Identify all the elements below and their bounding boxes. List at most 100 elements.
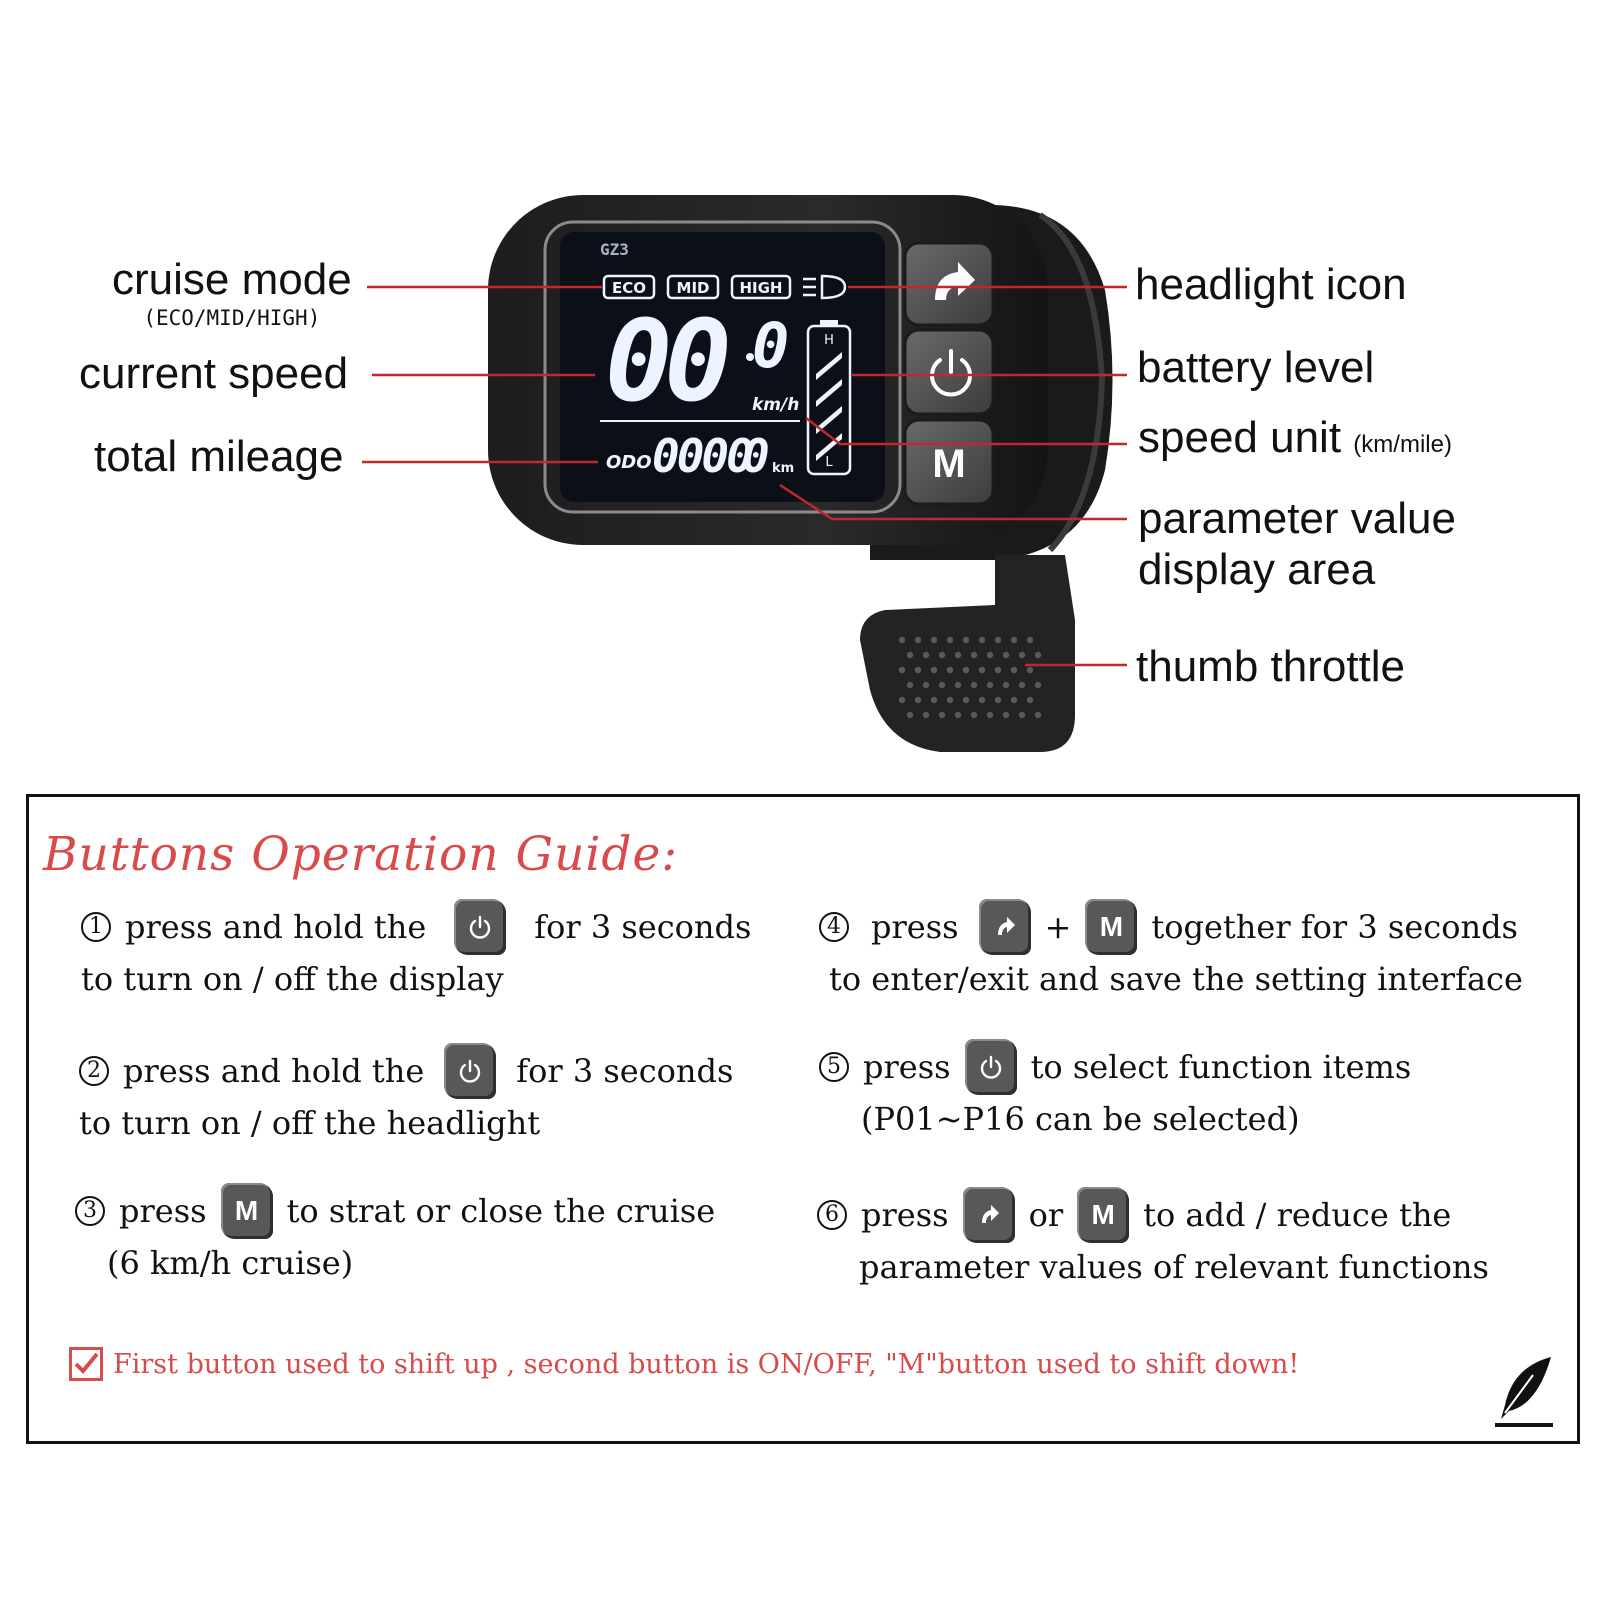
throttle-dot	[1034, 651, 1042, 659]
throttle-dot	[930, 696, 938, 704]
guide-step-6: 6 press or M to add / reduce the paramet…	[817, 1185, 1489, 1289]
total-mileage-value: 0000	[652, 429, 752, 483]
throttle-dot	[914, 696, 922, 704]
m-button-icon: M	[1085, 899, 1138, 955]
throttle-dot	[898, 666, 906, 674]
throttle-dot	[1010, 696, 1018, 704]
callout-headlight-icon: headlight icon	[1135, 260, 1407, 309]
step-4-joiner: +	[1044, 908, 1072, 946]
speed-decimal-point	[746, 353, 754, 361]
up-button[interactable]	[903, 241, 995, 327]
step-3-number: 3	[75, 1196, 105, 1226]
feather-icon	[1495, 1357, 1553, 1427]
guide-title: Buttons Operation Guide:	[43, 827, 679, 882]
callout-cruise-mode-sub: (ECO/MID/HIGH)	[143, 305, 321, 330]
step-6-number: 6	[817, 1200, 847, 1230]
step-4-m-label: M	[1099, 911, 1124, 942]
checkbox-icon	[69, 1347, 103, 1381]
power-button[interactable]	[903, 328, 995, 416]
callout-battery-level: battery level	[1137, 343, 1375, 392]
throttle-dot	[1010, 636, 1018, 644]
callout-speed-unit-label: speed unit	[1138, 413, 1342, 462]
m-button[interactable]: M	[903, 418, 995, 506]
odo-decimal-value: 0	[742, 429, 770, 483]
mode-eco-badge: ECO	[602, 274, 656, 300]
throttle-dot	[938, 681, 946, 689]
throttle-dot	[906, 711, 914, 719]
step-6-joiner: or	[1028, 1196, 1064, 1234]
odo-unit-label: km	[772, 461, 794, 476]
leader-lines	[362, 285, 1127, 667]
throttle-dot	[1002, 651, 1010, 659]
throttle-dot	[962, 636, 970, 644]
throttle-dot	[946, 666, 954, 674]
battery-bar	[816, 379, 842, 407]
throttle-dot	[930, 636, 938, 644]
m-button-icon: M	[220, 1183, 273, 1239]
battery-bar	[816, 406, 842, 434]
throttle-dot	[1034, 681, 1042, 689]
step-1-line2: to turn on / off the display	[81, 960, 504, 998]
thumb-throttle	[860, 555, 1075, 752]
throttle-dot	[954, 711, 962, 719]
callout-thumb-throttle: thumb throttle	[1136, 642, 1406, 691]
guide-step-4: 4 press + M together for 3 seconds to en…	[819, 897, 1523, 1001]
callout-speed-unit: speed unit (km/mile)	[1138, 413, 1452, 464]
throttle-dot	[986, 711, 994, 719]
guide-step-1: 1 press and hold the for 3 seconds to tu…	[81, 897, 751, 1001]
callout-parameter-value: parameter value display area	[1138, 494, 1456, 595]
power-icon	[454, 899, 507, 955]
callout-parameter-value-line2: display area	[1138, 544, 1376, 594]
device-diagram: GZ3 ECO MID HIGH 00 0 km/h H L ODO 0000 …	[362, 195, 1127, 752]
step-4-pre: press	[871, 908, 959, 946]
throttle-dot	[970, 651, 978, 659]
step-2-line2: to turn on / off the headlight	[79, 1104, 541, 1142]
step-1-pre: press and hold the	[125, 908, 427, 946]
buttons-operation-guide: Buttons Operation Guide: 1 press and hol…	[26, 794, 1580, 1444]
throttle-dot	[898, 636, 906, 644]
throttle-dot	[938, 711, 946, 719]
callout-total-mileage: total mileage	[94, 432, 344, 481]
callout-current-speed: current speed	[79, 349, 349, 398]
step-1-number: 1	[81, 912, 111, 942]
throttle-dot	[994, 696, 1002, 704]
throttle-dot	[1026, 696, 1034, 704]
brand-label: GZ3	[600, 240, 629, 259]
throttle-dot	[946, 636, 954, 644]
throttle-dot	[1018, 651, 1026, 659]
throttle-grip-dots	[898, 636, 1042, 719]
mode-eco-text: ECO	[612, 279, 646, 297]
throttle-dot	[922, 711, 930, 719]
throttle-dot	[962, 666, 970, 674]
throttle-dot	[970, 711, 978, 719]
throttle-dot	[994, 666, 1002, 674]
throttle-dot	[914, 666, 922, 674]
step-2-number: 2	[79, 1056, 109, 1086]
throttle-dot	[946, 696, 954, 704]
power-icon	[964, 1039, 1017, 1095]
throttle-dot	[938, 651, 946, 659]
step-6-pre: press	[861, 1196, 949, 1234]
step-5-pre: press	[863, 1048, 951, 1086]
speed-decimal-value: 0	[752, 309, 789, 382]
throttle-dot	[1002, 681, 1010, 689]
step-4-line2: to enter/exit and save the setting inter…	[829, 960, 1523, 998]
throttle-dot	[986, 651, 994, 659]
throttle-dot	[922, 681, 930, 689]
mode-high-text: HIGH	[739, 279, 782, 297]
guide-note: First button used to shift up , second b…	[69, 1347, 1299, 1381]
guide-step-5: 5 press to select function items (P01~P1…	[819, 1037, 1411, 1141]
step-5-number: 5	[819, 1052, 849, 1082]
throttle-dot	[930, 666, 938, 674]
callout-speed-unit-sub: (km/mile)	[1353, 431, 1452, 458]
battery-bar	[816, 352, 842, 380]
headlight-icon	[803, 274, 847, 300]
throttle-dot	[978, 666, 986, 674]
step-2-pre: press and hold the	[123, 1052, 425, 1090]
step-4-post: together for 3 seconds	[1151, 908, 1518, 946]
speed-unit-label: km/h	[752, 395, 799, 415]
throttle-dot	[986, 681, 994, 689]
m-button-label: M	[932, 442, 965, 486]
throttle-dot	[914, 636, 922, 644]
callout-cruise-mode: cruise mode (ECO/MID/HIGH)	[112, 255, 352, 330]
